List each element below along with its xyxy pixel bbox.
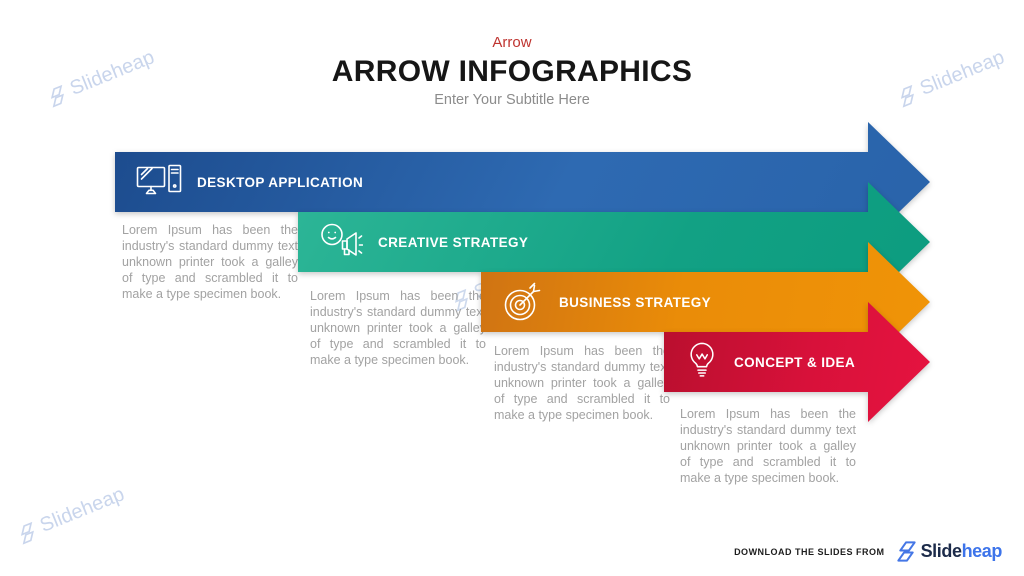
header: Arrow ARROW INFOGRAPHICS Enter Your Subt… <box>0 34 1024 108</box>
arrow-label: DESKTOP APPLICATION <box>197 174 364 190</box>
page-title: ARROW INFOGRAPHICS <box>331 55 693 88</box>
description-desktop-application: Lorem Ipsum has been the industry's stan… <box>122 223 298 301</box>
slideheap-brand[interactable]: Slideheap <box>895 540 1002 563</box>
watermark-text: Slideheap <box>36 483 128 537</box>
slideheap-logo-icon <box>20 521 34 545</box>
description-concept-idea: Lorem Ipsum has been the industry's stan… <box>680 407 856 485</box>
download-label: DOWNLOAD THE SLIDES FROM <box>734 546 885 557</box>
description-creative-strategy: Lorem Ipsum has been the industry's stan… <box>310 289 486 367</box>
megaphone-icon <box>319 222 363 262</box>
brand-text-heap: heap <box>961 541 1003 561</box>
target-icon <box>502 282 544 322</box>
slideheap-logo-icon <box>896 541 916 562</box>
arrow-label: CREATIVE STRATEGY <box>378 234 529 250</box>
footer: DOWNLOAD THE SLIDES FROM Slideheap <box>734 540 1002 563</box>
description-business-strategy: Lorem Ipsum has been the industry's stan… <box>494 344 670 422</box>
brand-text-slide: Slide <box>920 541 962 561</box>
bulb-icon <box>685 341 719 383</box>
arrow-bar-concept-idea[interactable]: CONCEPT & IDEA <box>664 302 930 422</box>
watermark-bottom-left: Slideheap <box>14 483 128 547</box>
arrow-label: CONCEPT & IDEA <box>734 354 856 370</box>
arrow-label: BUSINESS STRATEGY <box>559 294 712 310</box>
page-subtitle: Enter Your Subtitle Here <box>434 92 590 108</box>
desktop-icon <box>136 164 182 200</box>
eyebrow-label: Arrow <box>492 34 532 51</box>
